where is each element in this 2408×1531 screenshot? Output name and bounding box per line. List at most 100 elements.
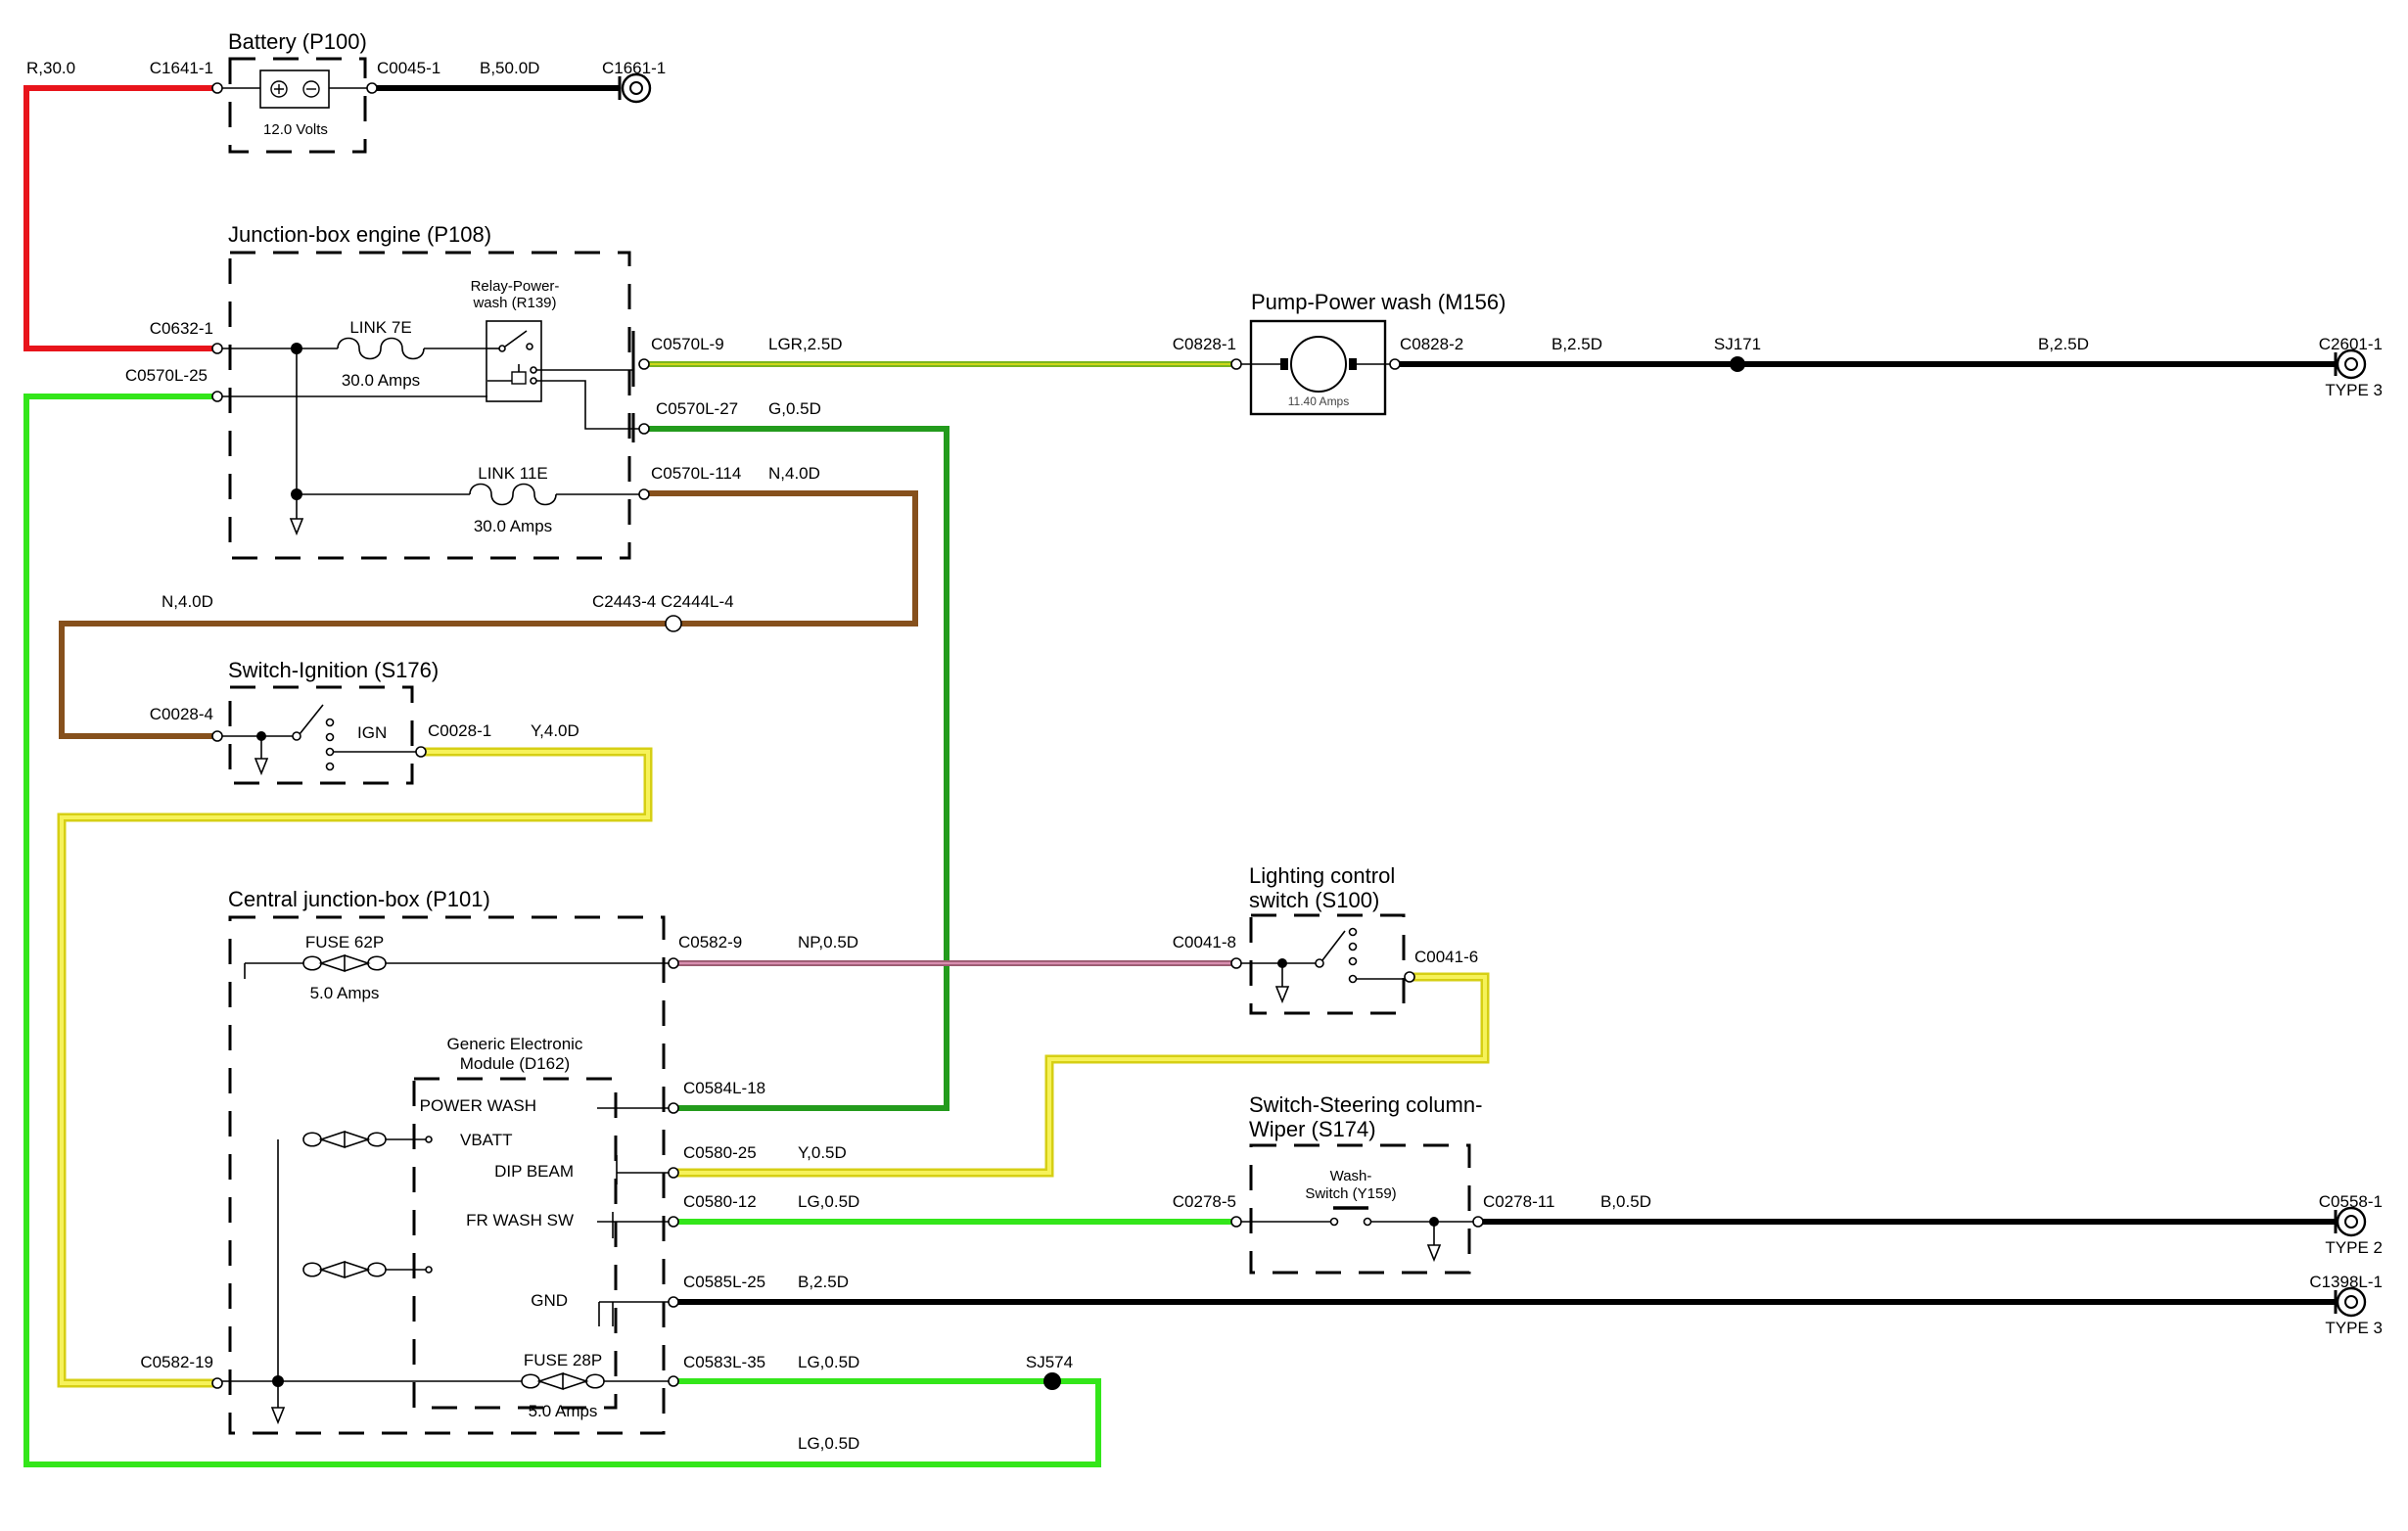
ignition-ign-label: IGN (357, 723, 387, 742)
battery-plus-icon (270, 80, 288, 98)
fuse-28p-icon (521, 1371, 605, 1391)
wire-red-r30 (23, 85, 217, 351)
splice-sj171 (1730, 356, 1745, 372)
wire-label-b05: B,0.5D (1600, 1192, 1651, 1211)
link-7e-amps: 30.0 Amps (342, 371, 420, 390)
wire-label-n40-a: N,4.0D (768, 464, 820, 483)
wiper-title-line2: Wiper (S174) (1249, 1117, 1376, 1141)
fuse-28p-amps: 5.0 Amps (529, 1402, 598, 1420)
switch-ignition-box (228, 685, 414, 785)
connector-c0041-6: C0041-6 (1414, 948, 1478, 966)
wire-label-y40: Y,4.0D (531, 721, 579, 740)
connector-c0582-9: C0582-9 (678, 933, 742, 951)
lighting-title-line1: Lighting control (1249, 863, 1395, 888)
ground-arrow-icon (289, 518, 304, 536)
connector-c0028-4: C0028-4 (150, 705, 213, 723)
fuse-62p-amps: 5.0 Amps (310, 984, 380, 1002)
splice-sj574-label: SJ574 (1026, 1353, 1073, 1371)
central-junction-title: Central junction-box (P101) (228, 887, 490, 911)
ground-eyelet-c1661 (621, 72, 652, 104)
link-11e-fuse-icon (469, 483, 557, 506)
connector-c0828-2: C0828-2 (1400, 335, 1463, 353)
wire-label-r30: R,30.0 (26, 59, 75, 77)
connector-c2443-c2444l: C2443-4 C2444L-4 (592, 592, 734, 611)
wire-label-lg05-c: LG,0.5D (798, 1434, 859, 1453)
gem-module-box (412, 1077, 618, 1410)
fuse-62p-label: FUSE 62P (305, 933, 384, 951)
pump-power-wash-box (1249, 319, 1387, 416)
connector-c2601-1: C2601-1 (2319, 335, 2383, 353)
battery-title: Battery (P100) (228, 29, 367, 54)
connector-c0582-19: C0582-19 (140, 1353, 213, 1371)
wash-switch-label-line2: Switch (Y159) (1305, 1185, 1396, 1202)
wire-label-lg05-a: LG,0.5D (798, 1192, 859, 1211)
junction-engine-box (228, 251, 631, 560)
ground-type-3-b: TYPE 3 (2325, 1319, 2383, 1337)
fuse-28p-label: FUSE 28P (524, 1351, 602, 1369)
connector-c0580-12: C0580-12 (683, 1192, 757, 1211)
wire-green-lg-return (23, 394, 1101, 1467)
lighting-title-line2: switch (S100) (1249, 888, 1379, 912)
splice-sj171-label: SJ171 (1714, 335, 1761, 353)
wash-switch-label-line1: Wash- (1330, 1168, 1372, 1184)
connector-c0045-1: C0045-1 (377, 59, 440, 77)
connector-c0580-25: C0580-25 (683, 1143, 757, 1162)
wire-label-y05: Y,0.5D (798, 1143, 847, 1162)
connector-c0584l-18: C0584L-18 (683, 1079, 765, 1097)
ground-type-3-a: TYPE 3 (2325, 381, 2383, 399)
gem-pin-vbatt: VBATT (460, 1131, 513, 1149)
connector-c0570l-25: C0570L-25 (125, 366, 208, 385)
connector-c0558-1: C0558-1 (2319, 1192, 2383, 1211)
link-7e-label: LINK 7E (349, 318, 411, 337)
battery-box (228, 57, 367, 154)
wiper-title-line1: Switch-Steering column- (1249, 1092, 1482, 1117)
relay-power-wash-icon (486, 320, 542, 402)
wire-label-lgr25: LGR,2.5D (768, 335, 843, 353)
connector-c0585l-25: C0585L-25 (683, 1273, 765, 1291)
ground-type-2: TYPE 2 (2325, 1238, 2383, 1257)
switch-ignition-title: Switch-Ignition (S176) (228, 658, 439, 682)
pump-amps: 11.40 Amps (1288, 394, 1349, 408)
fuse-62p-icon (302, 953, 387, 973)
connector-c0278-5: C0278-5 (1173, 1192, 1236, 1211)
connector-c0570l-9: C0570L-9 (651, 335, 724, 353)
central-junction-box (228, 915, 666, 1435)
connector-c0583l-35: C0583L-35 (683, 1353, 765, 1371)
wire-label-b25-a: B,2.5D (1551, 335, 1602, 353)
connector-c0028-1: C0028-1 (428, 721, 491, 740)
gem-fuse-vbatt-icon (302, 1130, 387, 1149)
wire-brown-n40 (59, 490, 918, 739)
pump-motor-icon (1290, 336, 1347, 393)
lighting-switch-box (1249, 913, 1406, 1015)
wiper-switch-box (1249, 1143, 1471, 1275)
gem-pin-dip-beam: DIP BEAM (494, 1162, 574, 1181)
wire-yellow-y05-core (673, 975, 1487, 1175)
connector-c0570l-114: C0570L-114 (651, 464, 741, 483)
gem-pin-gnd: GND (531, 1291, 568, 1310)
connector-c0041-8: C0041-8 (1173, 933, 1236, 951)
connector-c0045-1-pin (366, 82, 378, 94)
pump-title: Pump-Power wash (M156) (1251, 290, 1505, 314)
gem-pin-fr-wash-sw: FR WASH SW (466, 1211, 574, 1229)
wire-yellow-y40-core (60, 750, 650, 1385)
wire-label-b25-b: B,2.5D (2038, 335, 2089, 353)
gem-title-line2: Module (D162) (460, 1054, 570, 1073)
battery-symbol (259, 70, 330, 109)
connector-c1641-1: C1641-1 (150, 59, 213, 77)
battery-voltage: 12.0 Volts (263, 121, 328, 138)
gem-pin-power-wash: POWER WASH (420, 1096, 536, 1115)
wire-yellow-y05 (673, 972, 1490, 1178)
connector-c0278-11: C0278-11 (1483, 1192, 1554, 1211)
connector-c1661-1: C1661-1 (602, 59, 666, 77)
wire-label-b50: B,50.0D (480, 59, 539, 77)
splice-sj574 (1043, 1372, 1061, 1390)
wire-label-b25-c: B,2.5D (798, 1273, 849, 1291)
ground-eyelet-c2601 (2336, 348, 2367, 380)
link-7e-fuse-icon (337, 337, 425, 360)
wire-label-np05: NP,0.5D (798, 933, 858, 951)
connector-c1641-1-pin (211, 82, 223, 94)
link-11e-amps: 30.0 Amps (474, 517, 552, 535)
ground-eyelet-c0558 (2336, 1206, 2367, 1237)
connector-c0570l-27: C0570L-27 (656, 399, 738, 418)
